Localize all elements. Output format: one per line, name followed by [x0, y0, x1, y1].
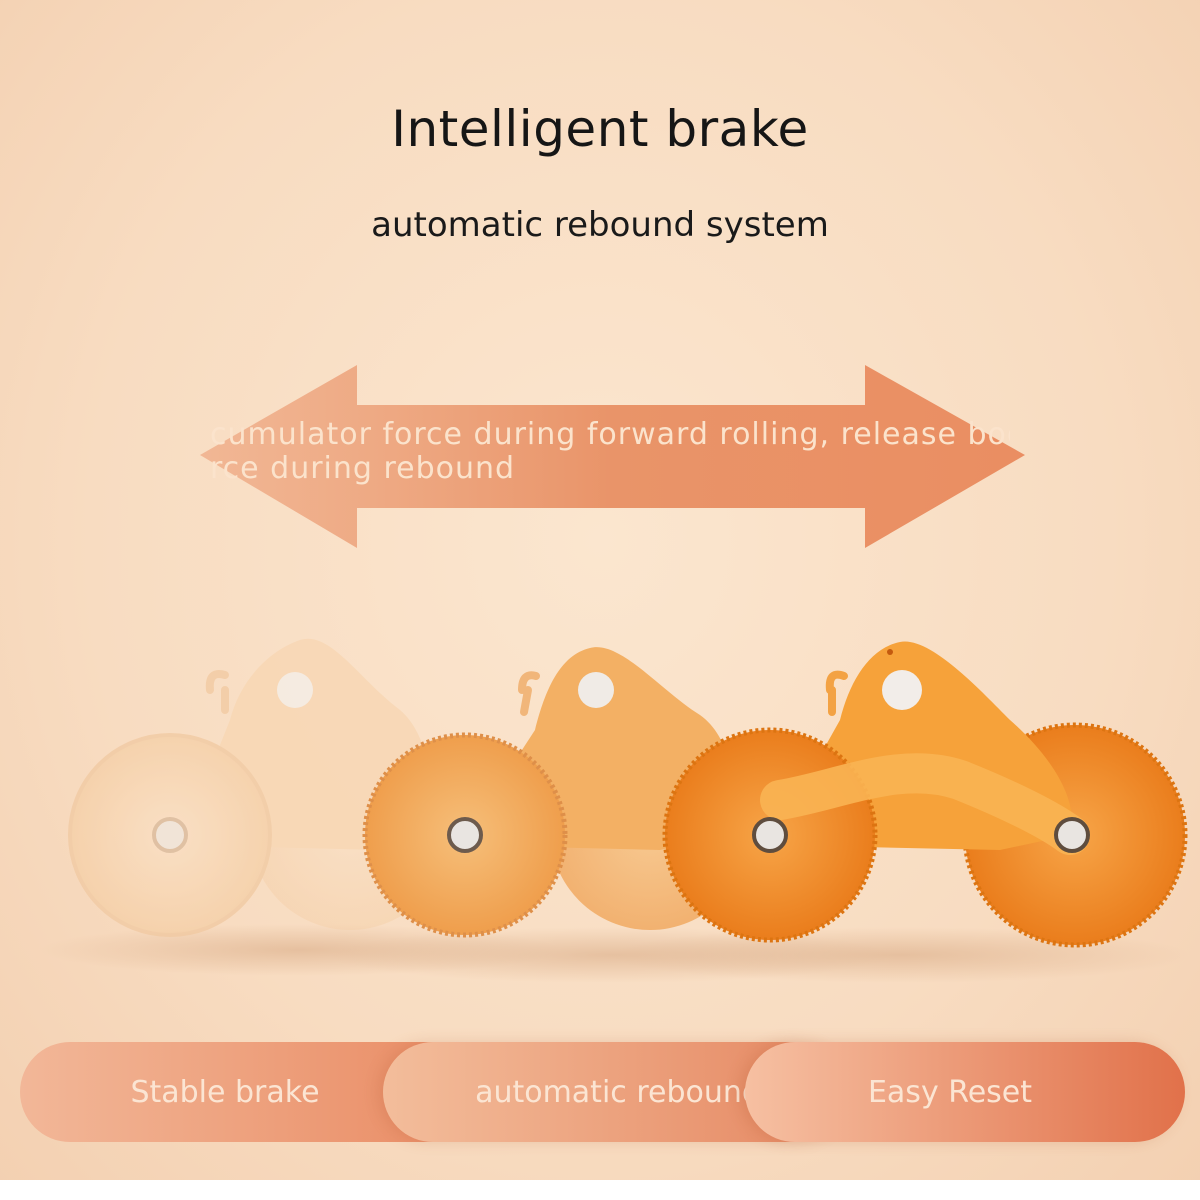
feature-pill-easy-reset: Easy Reset	[745, 1042, 1185, 1142]
feature-label: automatic rebound	[475, 1074, 761, 1110]
arrow-caption-line-2: rce during rebound	[210, 451, 516, 486]
feature-label: Easy Reset	[867, 1074, 1033, 1110]
page-title: Intelligent brake	[391, 100, 809, 158]
roller-bright	[662, 641, 1188, 948]
roller-medium	[362, 647, 750, 938]
page-subtitle: automatic rebound system	[371, 205, 829, 245]
arrow-caption-line-1: cumulator force during forward rolling, …	[210, 418, 1010, 452]
bottom-margin	[0, 1180, 1200, 1200]
arrow-caption: cumulator force during forward rolling, …	[210, 418, 1010, 486]
feature-label: Stable brake	[130, 1074, 320, 1110]
